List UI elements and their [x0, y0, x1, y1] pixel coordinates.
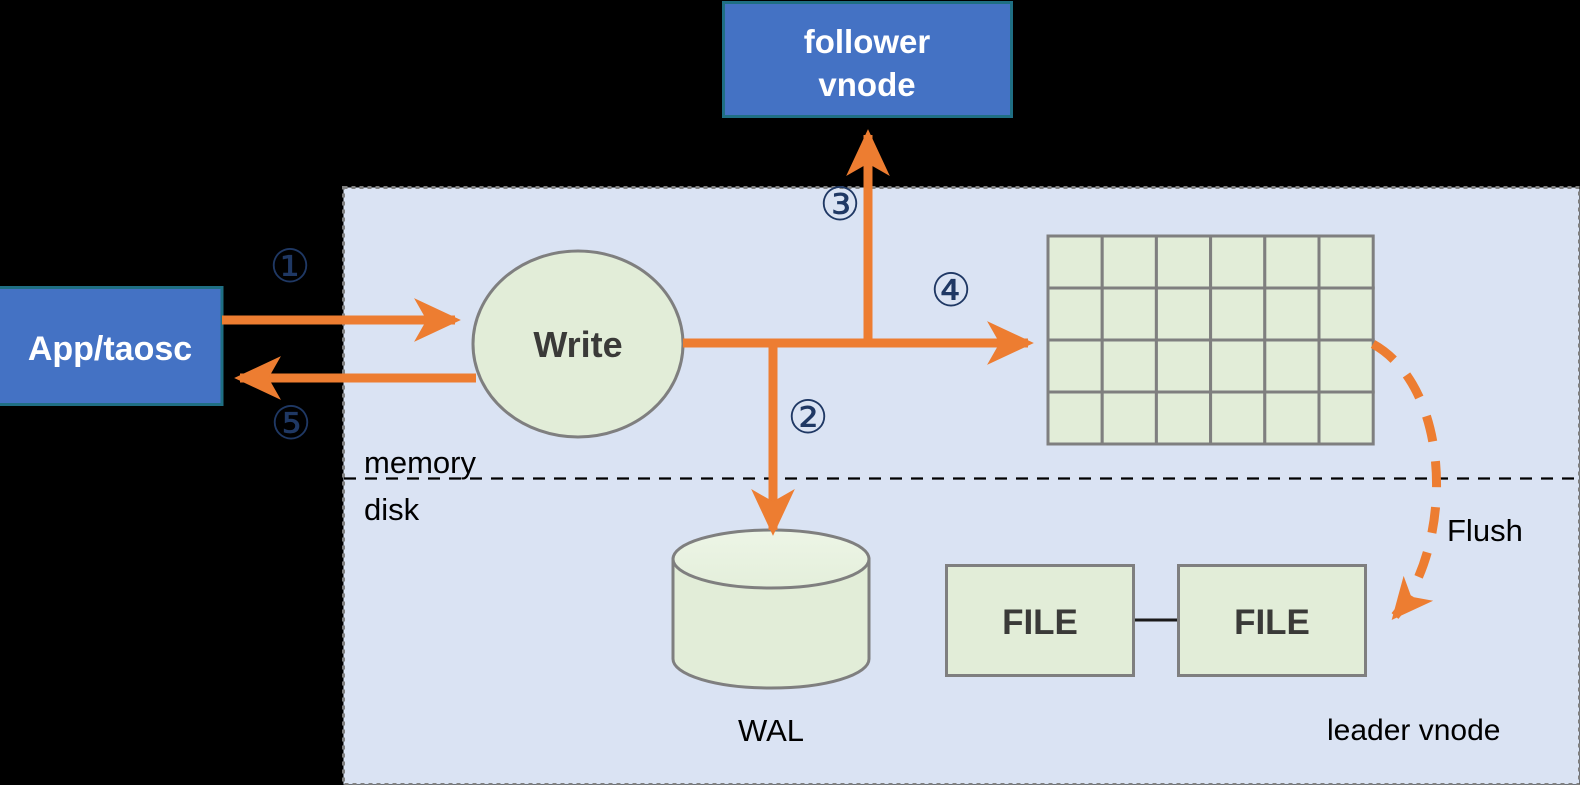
- app-taosc-label: App/taosc: [28, 330, 192, 368]
- memtable-cell: [1100, 390, 1158, 446]
- wal-label: WAL: [738, 713, 804, 748]
- step-marker-3: ③: [819, 179, 860, 230]
- memtable-cell: [1046, 390, 1104, 446]
- edge-flush-memtable-to-file: [1370, 340, 1441, 620]
- memtable-cell: [1154, 338, 1213, 394]
- file-box-right-label: FILE: [1234, 603, 1310, 642]
- memtable-cell: [1046, 234, 1104, 290]
- file-box-left-label: FILE: [1002, 603, 1078, 642]
- step-marker-5: ⑤: [270, 398, 311, 449]
- step-marker-1: ①: [269, 241, 310, 292]
- memtable-cell: [1263, 286, 1321, 342]
- wal-cylinder[interactable]: [671, 528, 871, 690]
- app-taosc-box[interactable]: [0, 286, 224, 406]
- write-node-label: Write: [533, 324, 622, 365]
- file-box-left[interactable]: [945, 564, 1135, 677]
- memtable-cell: [1209, 234, 1267, 290]
- memtable-cell: [1209, 338, 1267, 394]
- flush-label: Flush: [1447, 513, 1523, 548]
- memtable-cell: [1154, 390, 1213, 446]
- memory-label: memory: [364, 445, 476, 480]
- follower-vnode-label-line1: follower: [804, 23, 931, 60]
- memtable-cell: [1209, 286, 1267, 342]
- leader-vnode-caption: leader vnode: [1327, 714, 1500, 747]
- memtable-cell: [1100, 234, 1158, 290]
- memtable-cell: [1317, 338, 1375, 394]
- memtable-cell: [1317, 390, 1375, 446]
- memtable-cell: [1263, 234, 1321, 290]
- memtable-cell: [1209, 390, 1267, 446]
- memtable-cell: [1046, 286, 1104, 342]
- follower-vnode-box[interactable]: [722, 1, 1013, 118]
- follower-vnode-label-line2: vnode: [818, 66, 915, 103]
- memtable-cell: [1100, 286, 1158, 342]
- memtable-cell: [1154, 234, 1213, 290]
- disk-label: disk: [364, 492, 420, 527]
- memtable-cell: [1263, 390, 1321, 446]
- memtable-cell: [1317, 234, 1375, 290]
- memtable-cell: [1154, 286, 1213, 342]
- memtable-grid[interactable]: [1046, 234, 1375, 446]
- step-marker-4: ④: [930, 265, 971, 316]
- memtable-cell: [1317, 286, 1375, 342]
- memtable-cell: [1046, 338, 1104, 394]
- memtable-cell: [1100, 338, 1158, 394]
- file-box-right[interactable]: [1177, 564, 1367, 677]
- memtable-cell: [1263, 338, 1321, 394]
- step-marker-2: ②: [787, 392, 828, 443]
- wal-cylinder-top: [671, 528, 871, 590]
- wal-cylinder-body: [671, 557, 871, 690]
